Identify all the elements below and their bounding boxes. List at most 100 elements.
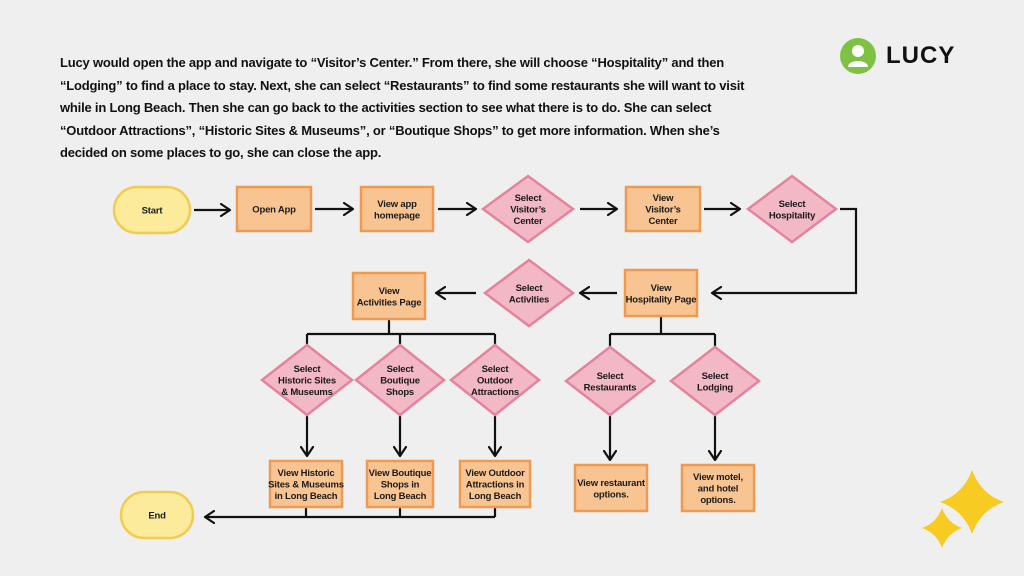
- node-label: View: [379, 286, 400, 297]
- node-label: View Boutique: [369, 468, 432, 479]
- node-label: Select: [516, 283, 544, 294]
- node-label: Select: [779, 199, 807, 210]
- process-box-shape: [573, 463, 649, 513]
- sparkle-small-icon: [922, 508, 962, 548]
- node-label: Center: [649, 216, 678, 227]
- node-label: View: [653, 193, 674, 204]
- terminal-shape: [119, 490, 195, 540]
- node-label: Historic Sites: [278, 376, 336, 387]
- decision-diamond-shape: [482, 258, 576, 328]
- node-label: View Historic: [278, 468, 335, 479]
- node-label: Activities: [509, 294, 549, 305]
- node-label: Select: [702, 371, 730, 382]
- decision-diamond-shape: [448, 343, 542, 417]
- node-label: Select: [597, 371, 625, 382]
- process-box-shape: [268, 459, 344, 509]
- node-label: Restaurants: [584, 382, 637, 393]
- node-label: and hotel: [698, 484, 738, 495]
- node-label: Select: [387, 364, 415, 375]
- node-label: Attractions in: [466, 480, 525, 491]
- node-label: Visitor’s: [645, 205, 681, 216]
- decision-diamond-shape: [745, 174, 839, 244]
- process-box-shape: [680, 463, 756, 513]
- decision-diamond-shape: [668, 345, 762, 417]
- node-label: Boutique: [380, 376, 420, 387]
- avatar-body: [848, 61, 868, 67]
- process-box-shape: [359, 185, 435, 233]
- node-label: Visitor’s: [510, 205, 546, 216]
- node-label: Select: [515, 193, 543, 204]
- node-label: Select: [294, 364, 322, 375]
- node-label: View app: [377, 199, 417, 210]
- terminal-shape: [112, 185, 192, 235]
- process-box-shape: [624, 185, 702, 233]
- merge-to-end: [205, 507, 497, 517]
- arrow-select-hospitality-to-hospitality-page: [712, 207, 858, 293]
- node-label: Shops in: [381, 480, 420, 491]
- intro-paragraph: Lucy would open the app and navigate to …: [60, 55, 745, 160]
- node-label: options.: [593, 489, 628, 500]
- node-label: Hospitality: [769, 210, 816, 221]
- node-label: Hospitality Page: [626, 294, 697, 305]
- process-box-shape: [235, 185, 313, 233]
- node-label: View: [651, 283, 672, 294]
- node-start: Start: [112, 185, 192, 235]
- node-label: Select: [482, 364, 510, 375]
- sparkles-decoration: [922, 470, 1004, 548]
- user-avatar-icon: [840, 38, 876, 74]
- brand-header: LUCY: [840, 38, 955, 74]
- node-label: Lodging: [697, 382, 733, 393]
- node-open-app: Open App: [235, 185, 313, 233]
- sparkle-large-icon: [940, 470, 1004, 534]
- process-box-shape: [365, 459, 435, 509]
- decision-diamond-shape: [480, 174, 576, 244]
- decision-diamond-shape: [563, 345, 657, 417]
- node-label: View motel,: [693, 472, 743, 483]
- node-label: View Outdoor: [465, 468, 525, 479]
- node-label: Start: [142, 206, 164, 217]
- decision-diamond-shape: [353, 343, 447, 417]
- branch-hospitality: [608, 317, 717, 347]
- node-label: Sites & Museums: [268, 480, 344, 491]
- process-box-shape: [623, 268, 699, 318]
- brand-name: LUCY: [886, 42, 956, 69]
- node-label: View restaurant: [577, 478, 646, 489]
- decision-diamond-shape: [259, 343, 355, 417]
- node-label: Shops: [386, 387, 414, 398]
- branch-activities: [305, 320, 497, 346]
- node-label: Open App: [252, 205, 296, 216]
- node-end: End: [119, 490, 195, 540]
- node-label: & Museums: [281, 387, 333, 398]
- node-label: End: [148, 511, 166, 522]
- node-label: Long Beach: [374, 491, 427, 502]
- node-label: Center: [514, 216, 543, 227]
- process-box-shape: [458, 459, 532, 509]
- process-box-shape: [351, 271, 427, 321]
- connectors: [194, 207, 858, 517]
- node-label: Outdoor: [477, 376, 514, 387]
- node-label: Attractions: [471, 387, 519, 398]
- node-label: in Long Beach: [275, 491, 338, 502]
- node-label: options.: [700, 495, 735, 506]
- node-label: Long Beach: [469, 491, 522, 502]
- node-label: homepage: [374, 210, 420, 221]
- node-label: Activities Page: [357, 297, 422, 308]
